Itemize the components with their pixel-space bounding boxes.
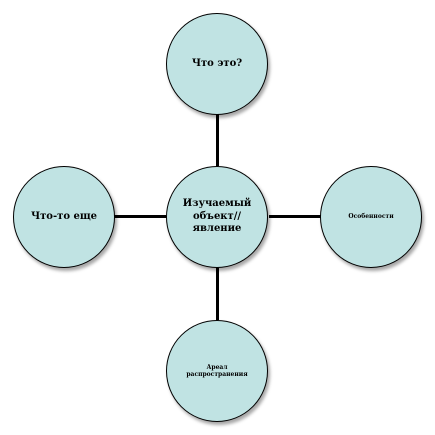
node-right: Особенности — [320, 166, 422, 268]
connector-right — [269, 215, 321, 218]
node-center-label: Изучаемый объект// явление — [182, 198, 252, 235]
node-center: Изучаемый объект// явление — [166, 166, 268, 268]
connector-top — [216, 114, 219, 166]
node-top-label: Что это? — [191, 57, 243, 69]
node-bottom: Ареал распространения — [166, 320, 268, 422]
connector-left — [114, 215, 166, 218]
node-right-label: Особенности — [348, 213, 394, 221]
node-bottom-label: Ареал распространения — [186, 363, 248, 379]
node-left-label: Что-то еще — [30, 210, 98, 222]
connector-bottom — [216, 268, 219, 320]
node-left: Что-то еще — [13, 166, 115, 268]
node-top: Что это? — [166, 13, 268, 115]
